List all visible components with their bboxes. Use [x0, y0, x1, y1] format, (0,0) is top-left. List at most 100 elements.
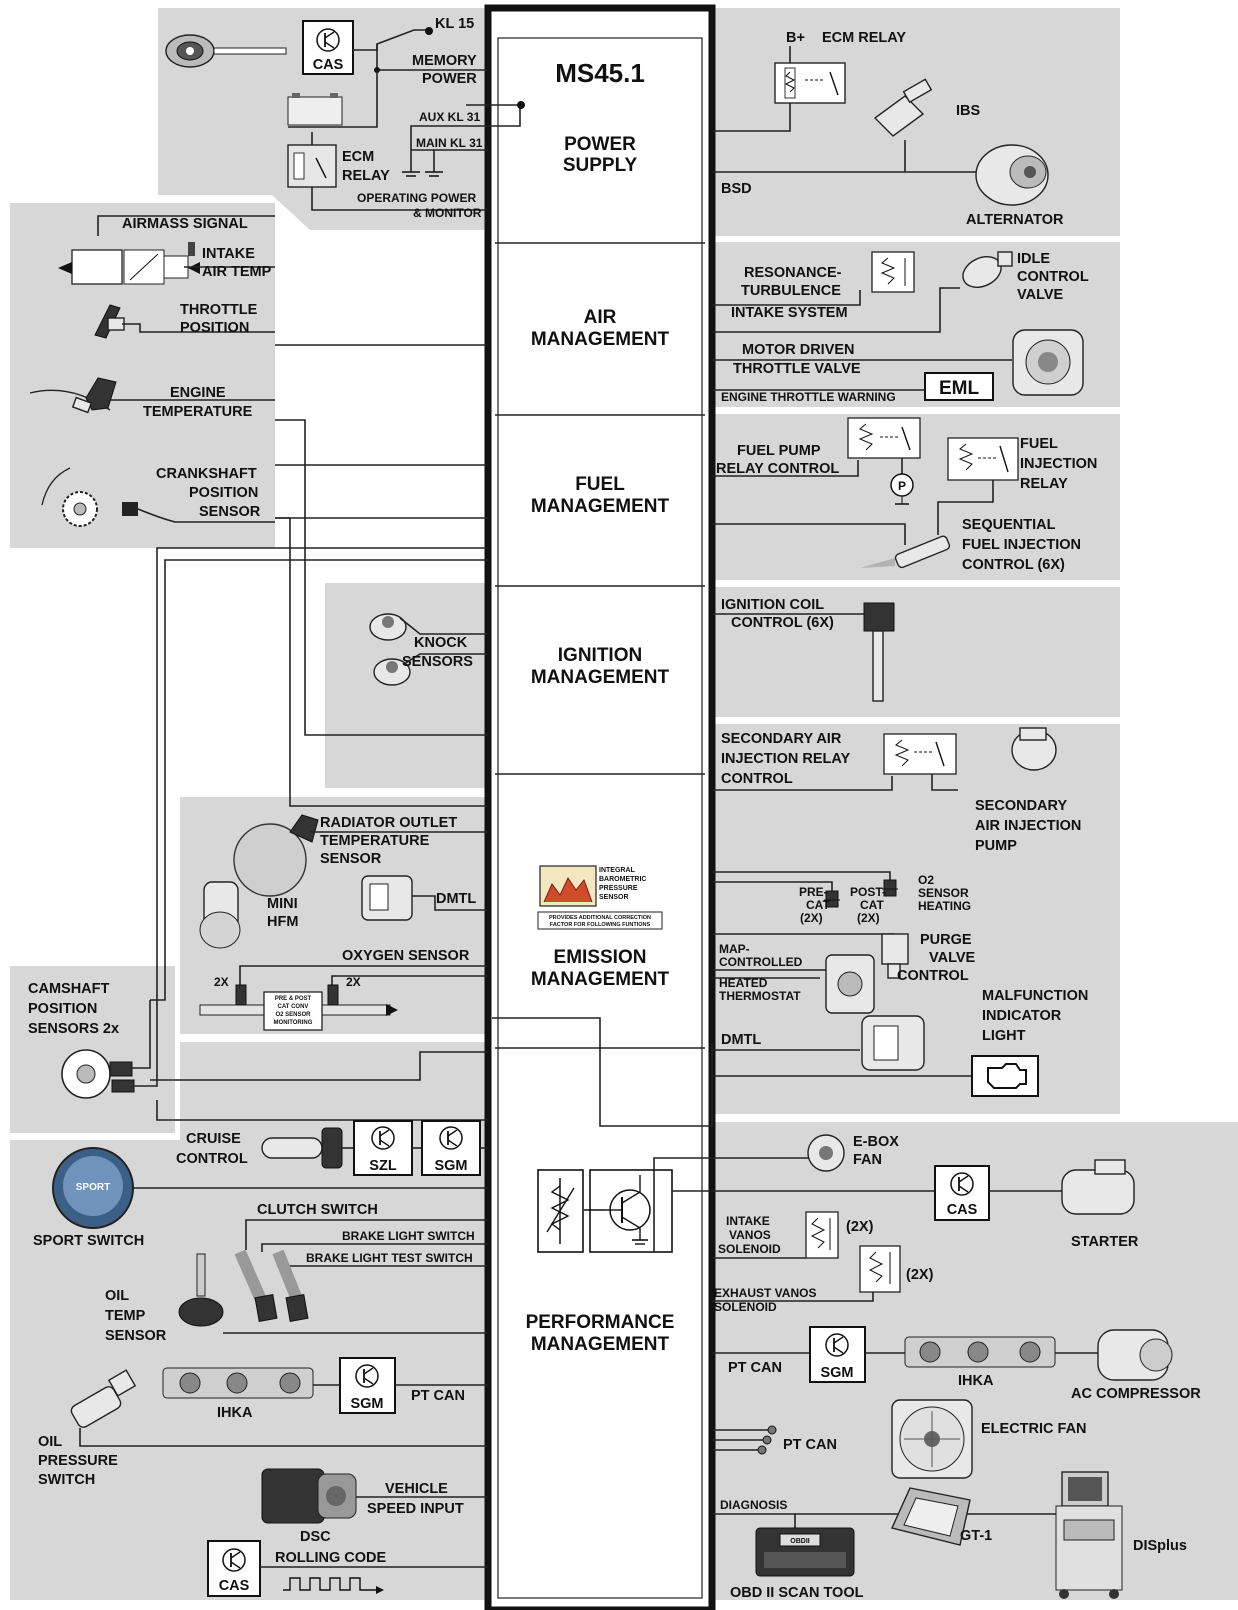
engine-temp-l1: ENGINE [170, 385, 226, 401]
module-power-l2: SUPPLY [563, 155, 638, 176]
sgm-label-right: SGM [820, 1365, 853, 1381]
memory-power-l2: POWER [422, 71, 477, 87]
eml-box [924, 372, 994, 401]
gt1-label: GT-1 [960, 1528, 992, 1544]
bsd-label: BSD [721, 181, 752, 197]
ignition-right: IGNITION COIL CONTROL (6X) [712, 597, 895, 702]
fuel-injector-icon [860, 535, 951, 569]
performance-left: CRUISE CONTROL SZL SGM SPORT SPORT SWITC… [33, 1120, 488, 1597]
throttle-position-icon [94, 304, 125, 339]
mil-l3: LIGHT [982, 1028, 1026, 1044]
baro-l3: PRESSURE [599, 885, 638, 892]
module-emission-l1: EMISSION [554, 947, 647, 968]
oil-temp-l2: TEMP [105, 1308, 146, 1324]
oil-temp-sensor-icon [178, 1253, 224, 1327]
gt1-tablet-icon [891, 1487, 971, 1546]
intake-vanos-icon [805, 1211, 839, 1259]
obd-scan-tool-icon: OBDII [755, 1527, 855, 1577]
purge-l1: PURGE [920, 932, 972, 948]
obd-tool-label: OBD II SCAN TOOL [730, 1585, 864, 1601]
module-fuel-l2: MANAGEMENT [531, 496, 670, 517]
ecm-relay-right-label: ECM RELAY [822, 30, 906, 46]
ecu-inner-frame [497, 37, 703, 1599]
crankshaft-l1: CRANKSHAFT [156, 466, 257, 482]
obd-small-label: OBDII [790, 1538, 810, 1545]
ecu-column: MS45.1 POWER SUPPLY AIR MANAGEMENT FUEL … [484, 4, 716, 1610]
dsc-unit-icon [261, 1468, 357, 1524]
motor-throttle-l1: MOTOR DRIVEN [742, 342, 855, 358]
transistor-icon [222, 1548, 246, 1572]
aux-kl31-label: AUX KL 31 [419, 110, 480, 124]
pre-cat-l2: CAT [806, 898, 830, 912]
ecm-relay-left-l2: RELAY [342, 168, 390, 184]
ebox-fan-l1: E-BOX [853, 1134, 899, 1150]
o2-heating-l2: SENSOR [918, 886, 969, 900]
thermostat-icon [825, 954, 875, 1014]
mil-l2: INDICATOR [982, 1008, 1062, 1024]
air-right: RESONANCE- TURBULENCE INTAKE SYSTEM IDLE… [712, 251, 1089, 404]
displus-cart-icon [1055, 1471, 1123, 1599]
transistor-icon [371, 1126, 395, 1150]
starter-icon [1061, 1159, 1135, 1215]
cruise-l2: CONTROL [176, 1151, 248, 1167]
exhaust-vanos-icon [859, 1245, 901, 1293]
crankshaft-l2: POSITION [189, 485, 258, 501]
mini-hfm-icon [199, 881, 241, 949]
oil-pressure-l1: OIL [38, 1434, 62, 1450]
diagnosis-label: DIAGNOSIS [720, 1498, 787, 1512]
mil-box [971, 1055, 1039, 1097]
heated-thermostat-l1: HEATED [719, 976, 768, 990]
resonance-l2: TURBULENCE [741, 283, 841, 299]
crankshaft-l3: SENSOR [199, 504, 261, 520]
baro-note-l2: FACTOR FOR FOLLOWING FUNTIONS [550, 922, 651, 928]
module-air-l1: AIR [584, 307, 617, 328]
idle-control-l2: CONTROL [1017, 269, 1089, 285]
secondary-relay-l2: INJECTION RELAY [721, 751, 851, 767]
routing-wires [150, 419, 713, 1127]
ecm-relay-left-l1: ECM [342, 149, 374, 165]
secondary-relay-l3: CONTROL [721, 771, 793, 787]
secondary-relay-l1: SECONDARY AIR [721, 731, 842, 747]
sport-badge: SPORT [76, 1182, 110, 1193]
mini-hfm-l2: HFM [267, 914, 298, 930]
cas-label-top: CAS [313, 57, 344, 73]
cas-box-right [934, 1165, 990, 1221]
emission-left: RADIATOR OUTLET TEMPERATURE SENSOR DMTL … [199, 814, 488, 1031]
sport-button-icon: SPORT [52, 1147, 134, 1229]
resonance-l3: INTAKE SYSTEM [731, 305, 848, 321]
pt-can-right-bottom-label: PT CAN [783, 1437, 837, 1453]
two-x-left-b: 2X [346, 975, 361, 989]
engine-temp-l2: TEMPERATURE [143, 404, 253, 420]
battery-icon [287, 93, 343, 126]
module-ignition-l1: IGNITION [558, 645, 642, 666]
o2-sensor-icons [824, 879, 898, 908]
ecm-relay-right-icon [774, 62, 846, 104]
sport-switch-label: SPORT SWITCH [33, 1233, 144, 1249]
oil-pressure-switch-icon [70, 1369, 137, 1428]
brake-test-label: BRAKE LIGHT TEST SWITCH [306, 1251, 473, 1265]
fuel-pump-l2: RELAY CONTROL [716, 461, 839, 477]
cas-label-right: CAS [947, 1202, 978, 1218]
vehicle-speed-l2: SPEED INPUT [367, 1501, 464, 1517]
dmtl-right-label: DMTL [721, 1032, 761, 1048]
post-cat-l1: POST- [850, 885, 886, 899]
secondary-pump-l1: SECONDARY [975, 798, 1067, 814]
ihka-right-label: IHKA [958, 1373, 994, 1389]
purge-valve-icon [881, 933, 909, 979]
baro-note-l1: PROVIDES ADDITIONAL CORRECTION [549, 915, 651, 921]
resonance-valve-icon [871, 251, 915, 293]
baro-sensor: INTEGRAL BAROMETRIC PRESSURE SENSOR PROV… [537, 865, 663, 930]
brake-light-label: BRAKE LIGHT SWITCH [342, 1229, 475, 1243]
transistor-icon [825, 1333, 849, 1357]
pt-can-left-label: PT CAN [411, 1388, 465, 1404]
fuel-right: FUEL PUMP RELAY CONTROL P FUEL INJECTION… [712, 417, 1097, 573]
ebox-fan-icon [807, 1134, 845, 1172]
pt-can-right-label: PT CAN [728, 1360, 782, 1376]
transistor-icon [316, 28, 340, 52]
knock-l2: SENSORS [402, 654, 473, 670]
panel-camshaft [10, 966, 175, 1133]
pedals-icon [234, 1249, 309, 1322]
main-kl31-label: MAIN KL 31 [416, 136, 483, 150]
module-air-l2: MANAGEMENT [531, 329, 670, 350]
